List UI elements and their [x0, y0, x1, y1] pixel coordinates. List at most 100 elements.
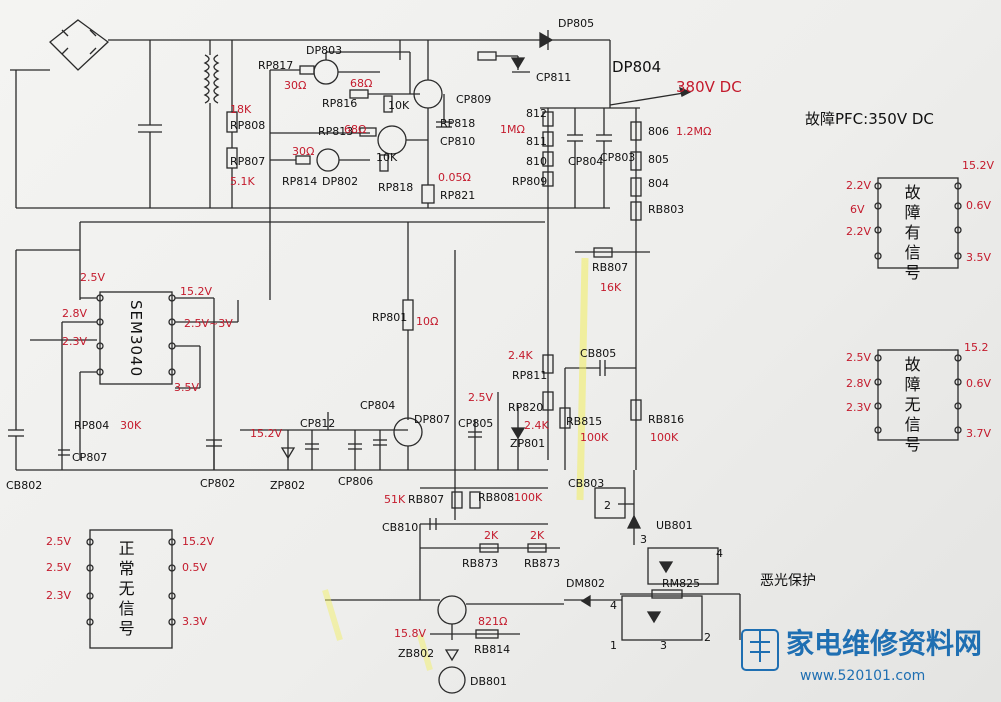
label-rb807: RB807 — [592, 261, 629, 274]
label-r18k: 18K — [230, 103, 252, 116]
label-r24k: 2.4K — [524, 419, 549, 432]
label-r10ka: 10K — [388, 99, 410, 112]
label-r805: 805 — [648, 153, 669, 166]
label-dp807: DP807 — [414, 413, 451, 426]
label-rp818a: RP818 — [440, 117, 476, 130]
label-r30b: 30Ω — [292, 145, 315, 158]
label-r10ohm: 10Ω — [416, 315, 439, 328]
ic-main-label: SEM3040 — [127, 300, 145, 378]
label-rp818b: RP818 — [378, 181, 414, 194]
watermark-site-name: 家电维修资料网 — [786, 627, 983, 660]
label-n4: 4 — [716, 547, 723, 560]
label-rb803: RB803 — [648, 203, 685, 216]
ic-box2-right2: 0.6V — [966, 377, 992, 390]
label-rb808: RB808 — [478, 491, 515, 504]
ic-main-pin3: 2.3V — [62, 335, 88, 348]
label-dp803: DP803 — [306, 44, 343, 57]
label-n3: 3 — [640, 533, 647, 546]
watermark-url: www.520101.com — [800, 668, 926, 684]
label-r100ka: 100K — [580, 431, 609, 444]
label-r005: 0.05Ω — [438, 171, 471, 184]
label-pfc-fault: 故障PFC:350V DC — [805, 110, 934, 128]
label-dp804: DP804 — [612, 58, 662, 76]
label-r100kb: 100K — [650, 431, 679, 444]
label-cp803: CP803 — [600, 151, 636, 164]
label-rp801: RP801 — [372, 311, 408, 324]
ic-box1-left2: 6V — [850, 203, 865, 216]
label-r2kb: 2K — [530, 529, 545, 542]
label-rp808: RP808 — [230, 119, 266, 132]
label-out-voltage: 380V DC — [676, 78, 742, 96]
label-cp806: CP806 — [338, 475, 374, 488]
ic-box2-left1: 2.5V — [846, 351, 872, 364]
ic-box3-left3: 2.3V — [46, 589, 72, 602]
label-rp809: RP809 — [512, 175, 548, 188]
label-cp809: CP809 — [456, 93, 492, 106]
label-r68b: 68Ω — [344, 123, 367, 136]
label-r51kb: 51K — [384, 493, 406, 506]
ic-box1-left1: 2.2V — [846, 179, 872, 192]
ic-main-pin8: 15.2V — [180, 285, 213, 298]
ic-main-pin1: 2.5V — [80, 271, 106, 284]
label-v25b: 2.5V — [468, 391, 494, 404]
bridge-rectifier — [49, 19, 110, 71]
label-rp807: RP807 — [230, 155, 266, 168]
label-rb816: RB816 — [648, 413, 685, 426]
label-r821: 821Ω — [478, 615, 508, 628]
label-rp821: RP821 — [440, 189, 476, 202]
ic-box2-right1: 15.2 — [964, 341, 989, 354]
label-cp812: CP812 — [300, 417, 336, 430]
label-r806: 806 — [648, 125, 669, 138]
label-cp804a: CP804 — [568, 155, 604, 168]
label-zb802: ZB802 — [398, 647, 435, 660]
ic-main-pin5: 3.5V — [174, 381, 200, 394]
label-cp804b: CP804 — [360, 399, 396, 412]
label-rp816: RP816 — [322, 97, 358, 110]
label-rb815: RB815 — [566, 415, 603, 428]
label-dp805: DP805 — [558, 17, 595, 30]
label-v152: 15.2V — [250, 427, 283, 440]
label-protect-note: 恶光保护 — [760, 573, 816, 589]
label-r100kc: 100K — [514, 491, 543, 504]
ic-main-pin2: 2.8V — [62, 307, 88, 320]
label-zp801: ZP801 — [510, 437, 546, 450]
ic-box3-right2: 0.5V — [182, 561, 208, 574]
label-v158: 15.8V — [394, 627, 427, 640]
label-db801: DB801 — [470, 675, 508, 688]
label-cp810: CP810 — [440, 135, 476, 148]
label-zp802: ZP802 — [270, 479, 306, 492]
label-n2b: 2 — [704, 631, 711, 644]
label-rp804: RP804 — [74, 419, 110, 432]
label-r30k: 30K — [120, 419, 142, 432]
label-v24k: 2.4K — [508, 349, 533, 362]
label-r2ka: 2K — [484, 529, 499, 542]
label-r12m: 1.2MΩ — [676, 125, 712, 138]
label-r812: 812 — [526, 107, 547, 120]
ic-box2-left2: 2.8V — [846, 377, 872, 390]
label-n2: 2 — [604, 499, 611, 512]
label-dm802: DM802 — [566, 577, 605, 590]
label-ub801: UB801 — [656, 519, 693, 532]
ic-box2-left3: 2.3V — [846, 401, 872, 414]
ic-box3-title: 正常无信号 — [115, 540, 135, 640]
label-cp811: CP811 — [536, 71, 572, 84]
label-rb873b: RB873 — [524, 557, 561, 570]
ic-box1-title: 故障有信号 — [901, 184, 921, 284]
label-cb805: CB805 — [580, 347, 617, 360]
label-rp811: RP811 — [512, 369, 548, 382]
label-cp802: CP802 — [200, 477, 236, 490]
label-rp813: RP813 — [318, 125, 354, 138]
ic-box2-title: 故障无信号 — [901, 356, 921, 456]
ic-box3-left1: 2.5V — [46, 535, 72, 548]
ic-box1-right1: 15.2V — [962, 159, 995, 172]
ic-main-pin7: 2.5V~3V — [184, 317, 233, 330]
label-cp805: CP805 — [458, 417, 494, 430]
ic-box1-right4: 3.5V — [966, 251, 992, 264]
label-r804: 804 — [648, 177, 669, 190]
ic-box1-left3: 2.2V — [846, 225, 872, 238]
label-cb810: CB810 — [382, 521, 419, 534]
label-rb873a: RB873 — [462, 557, 499, 570]
label-cb802: CB802 — [6, 479, 43, 492]
label-rp820: RP820 — [508, 401, 544, 414]
